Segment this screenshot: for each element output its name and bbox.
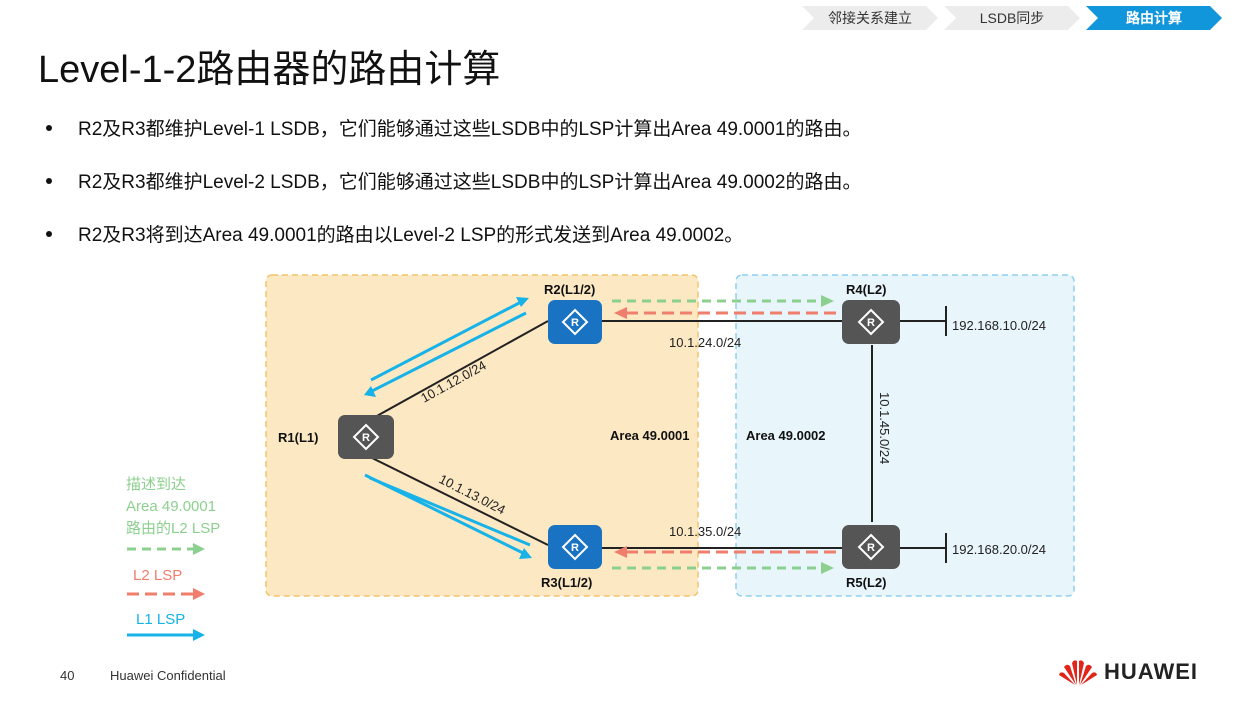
router-r3-label: R3(L1/2): [541, 575, 592, 590]
area-49-0001: [265, 274, 699, 597]
legend-l2-label: L2 LSP: [133, 567, 182, 584]
router-r5-label: R5(L2): [846, 575, 886, 590]
network-label-r4: 192.168.10.0/24: [952, 318, 1046, 333]
area-right-label: Area 49.0002: [746, 428, 826, 443]
huawei-logo-icon: [1059, 660, 1097, 685]
router-r2-icon[interactable]: [548, 300, 602, 344]
legend: 描述到达 Area 49.0001 路由的L2 LSP L2 LSP L1 LS…: [126, 476, 220, 641]
link-r1-r2: [365, 320, 549, 423]
router-r1-label: R1(L1): [278, 430, 318, 445]
network-label-r5: 192.168.20.0/24: [952, 542, 1046, 557]
page-title: Level-1-2路由器的路由计算: [38, 49, 501, 91]
router-r5-icon[interactable]: [842, 525, 900, 569]
router-r2-label: R2(L1/2): [544, 282, 595, 297]
legend-l1-arrowhead: [193, 629, 205, 641]
l2-lsp-arrows: [614, 307, 836, 558]
legend-l2-arrowhead: [193, 588, 205, 600]
page-number: 40: [60, 668, 75, 683]
router-r4-icon[interactable]: [842, 300, 900, 344]
link-label-r2-r4: 10.1.24.0/24: [669, 335, 741, 350]
brand-name: HUAWEI: [1104, 659, 1198, 684]
link-label-r4-r5: 10.1.45.0/24: [877, 392, 892, 464]
router-r3-icon[interactable]: [548, 525, 602, 569]
router-r4-label: R4(L2): [846, 282, 886, 297]
breadcrumb-step-adjacency[interactable]: 邻接关系建立: [802, 6, 938, 30]
bullet-item: R2及R3都维护Level-2 LSDB，它们能够通过这些LSDB中的LSP计算…: [40, 167, 861, 220]
breadcrumb-step-lsdb-sync[interactable]: LSDB同步: [944, 6, 1080, 30]
breadcrumb-step-route-calc[interactable]: 路由计算: [1086, 6, 1222, 30]
huawei-brand: HUAWEI: [1058, 657, 1198, 687]
legend-l1-label: L1 LSP: [136, 611, 185, 628]
legend-desc-arrowhead: [193, 543, 205, 555]
desc-l2-lsp-arrows: [612, 295, 834, 574]
area-left-label: Area 49.0001: [610, 428, 690, 443]
router-r1-icon[interactable]: [338, 415, 394, 459]
confidential-notice: Huawei Confidential: [110, 668, 226, 683]
legend-desc-line-1: 描述到达: [126, 476, 186, 493]
legend-desc-line-3: 路由的L2 LSP: [126, 520, 220, 537]
link-r1-r3: [365, 454, 549, 546]
legend-desc-line-2: Area 49.0001: [126, 498, 216, 515]
area-49-0002: [735, 274, 1075, 597]
bullet-item: R2及R3将到达Area 49.0001的路由以Level-2 LSP的形式发送…: [40, 220, 861, 273]
link-label-r3-r5: 10.1.35.0/24: [669, 524, 741, 539]
bullet-item: R2及R3都维护Level-1 LSDB，它们能够通过这些LSDB中的LSP计算…: [40, 114, 861, 167]
bullet-list: R2及R3都维护Level-1 LSDB，它们能够通过这些LSDB中的LSP计算…: [40, 114, 861, 273]
l1-lsp-arrows: [364, 297, 532, 559]
breadcrumb: 邻接关系建立 LSDB同步 路由计算: [796, 6, 1222, 30]
